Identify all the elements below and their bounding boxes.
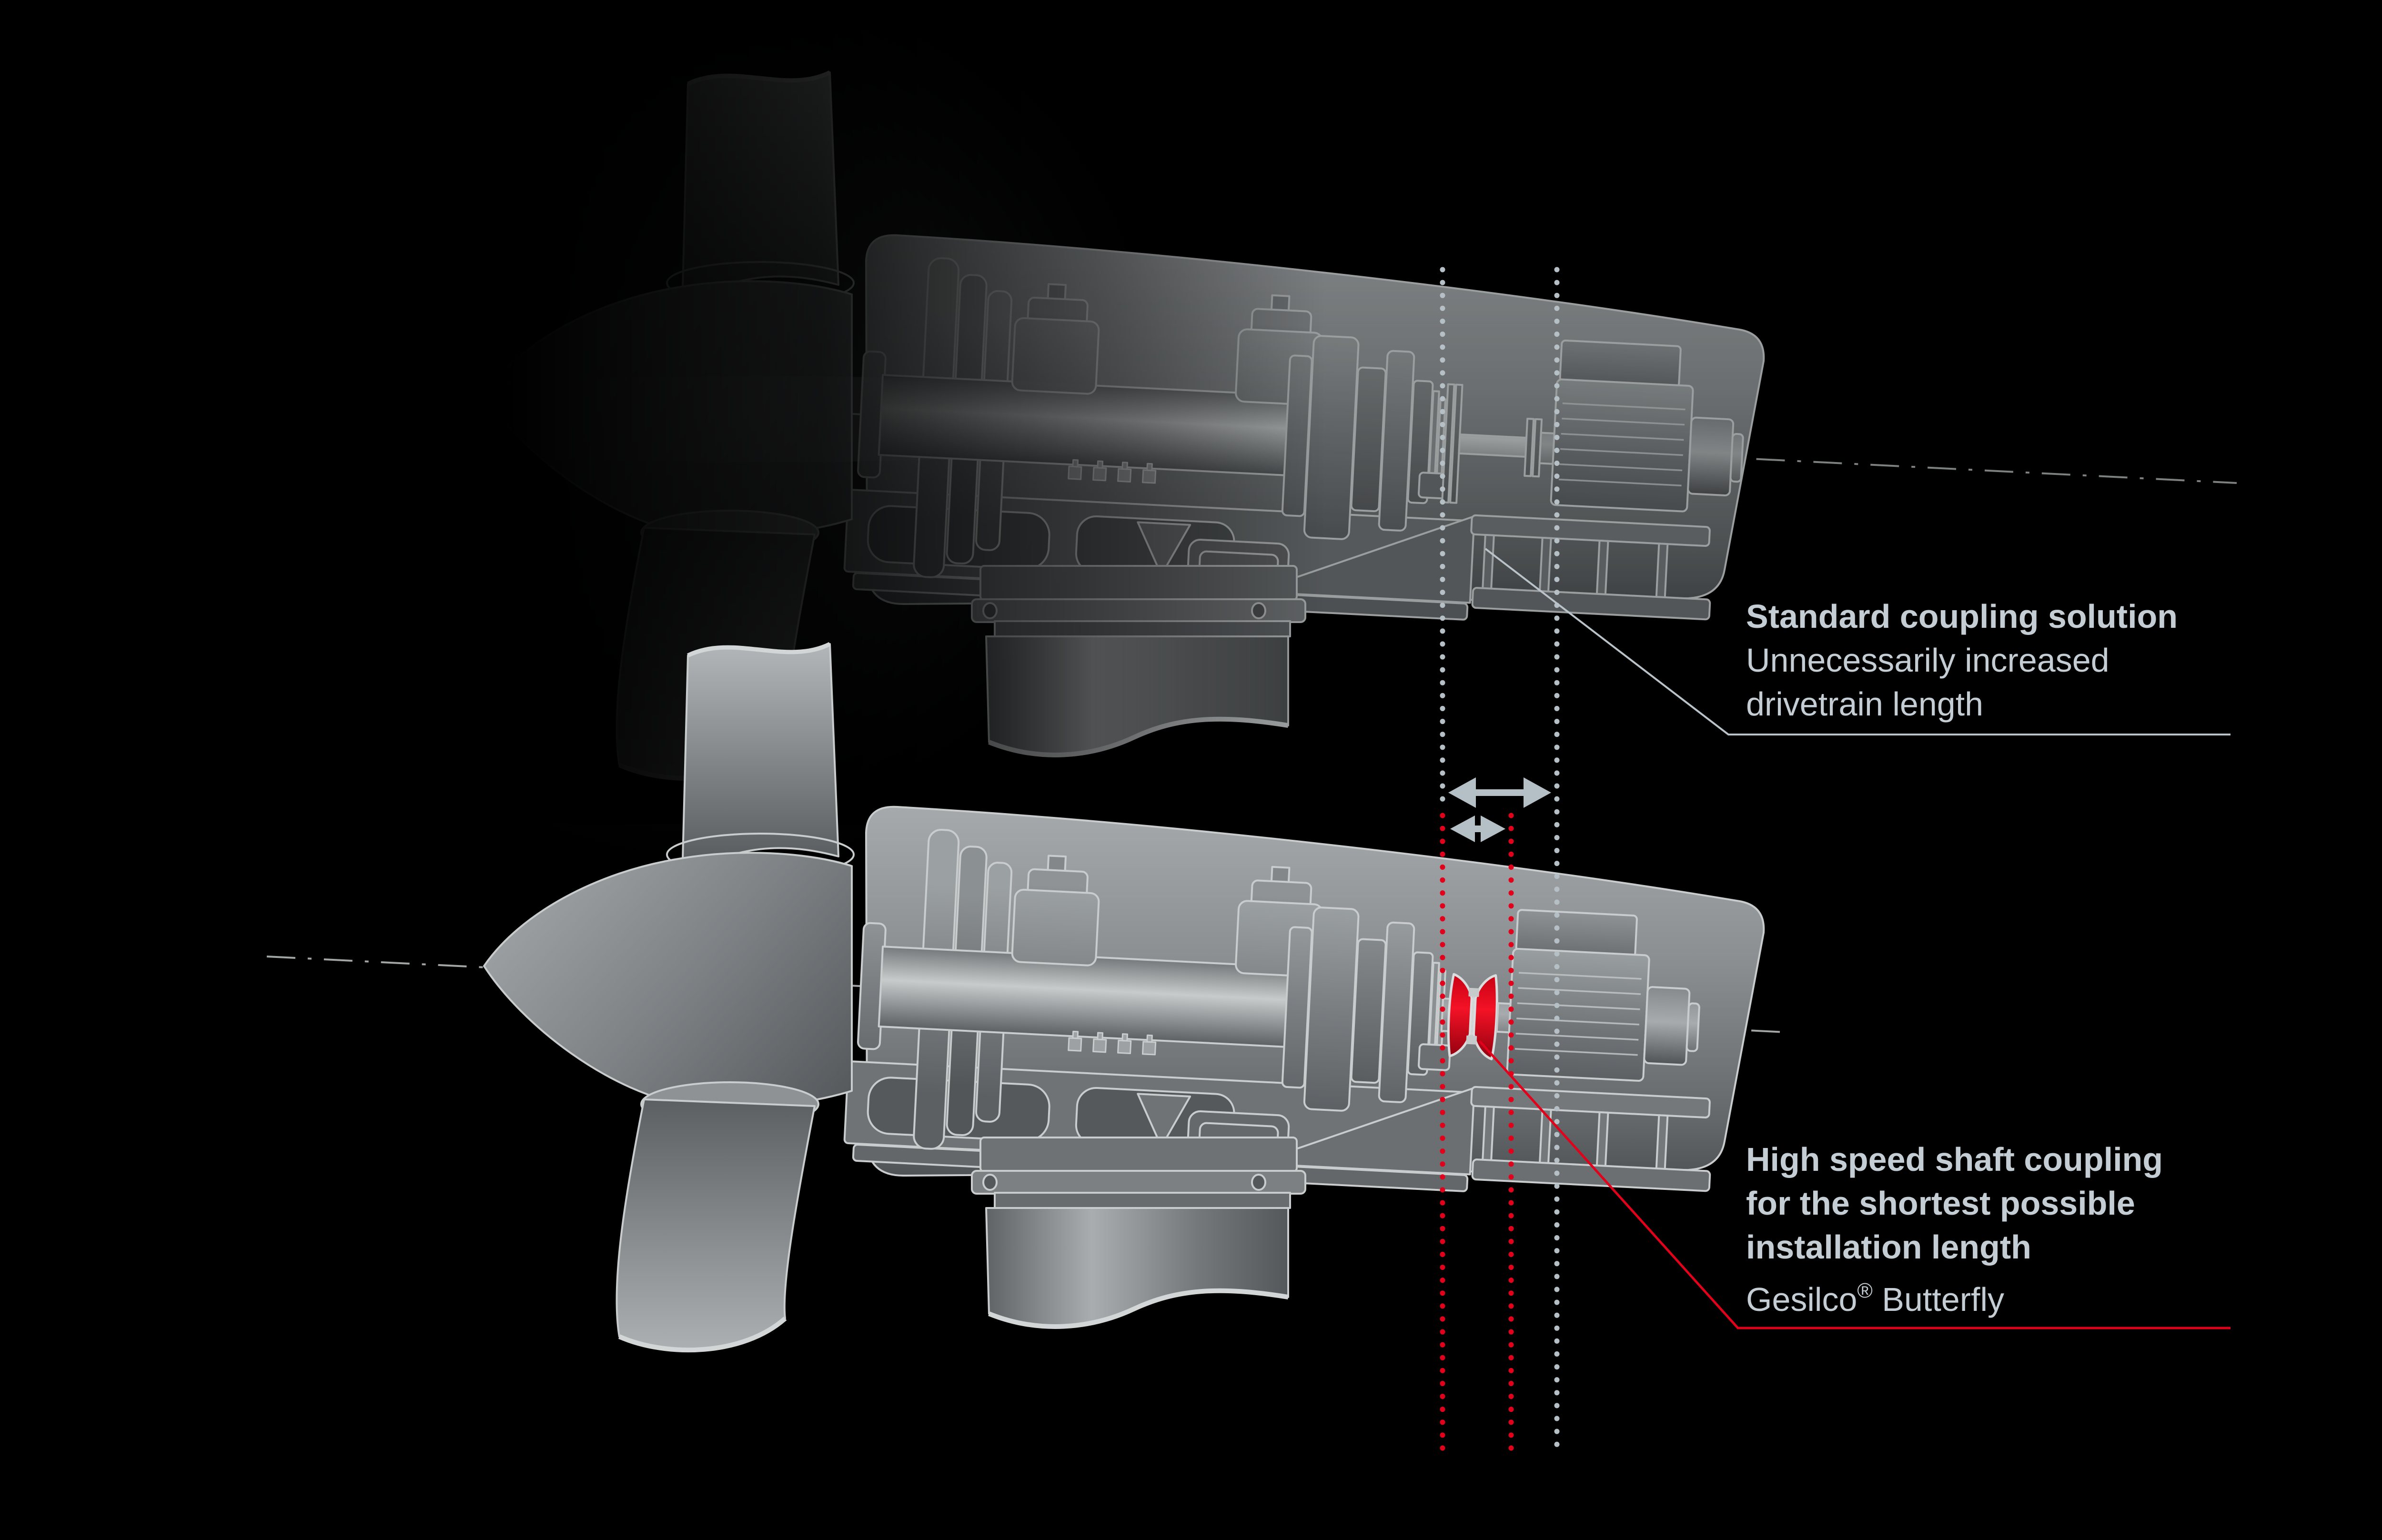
arrow-butterfly-length bbox=[1450, 815, 1505, 842]
leader-line-butterfly bbox=[1479, 1040, 2231, 1329]
callout-standard-coupling: Standard coupling solution Unnecessarily… bbox=[1746, 594, 2178, 726]
high-speed-title-3: installation length bbox=[1746, 1228, 2031, 1266]
length-comparison-arrows bbox=[1448, 777, 1551, 842]
registered-trademark-symbol: ® bbox=[1857, 1279, 1873, 1302]
leader-line-standard bbox=[1484, 548, 2231, 735]
ghost-fade-overlay bbox=[0, 0, 1324, 824]
high-speed-title-2: for the shortest possible bbox=[1746, 1185, 2135, 1222]
callout-high-speed-coupling: High speed shaft coupling for the shorte… bbox=[1746, 1137, 2163, 1321]
measurement-lines bbox=[1440, 267, 1560, 1459]
standard-coupling-desc-1: Unnecessarily increased bbox=[1746, 642, 2109, 679]
product-name: Gesilco® Butterfly bbox=[1746, 1269, 2163, 1321]
standard-coupling-title: Standard coupling solution bbox=[1746, 598, 2178, 635]
arrow-standard-length bbox=[1448, 777, 1551, 808]
nacelle-butterfly-coupling bbox=[266, 644, 1786, 1350]
product-brand: Gesilco bbox=[1746, 1281, 1857, 1318]
high-speed-title-1: High speed shaft coupling bbox=[1746, 1141, 2163, 1178]
standard-coupling-desc-2: drivetrain length bbox=[1746, 685, 1984, 723]
product-model: Butterfly bbox=[1872, 1281, 2005, 1318]
